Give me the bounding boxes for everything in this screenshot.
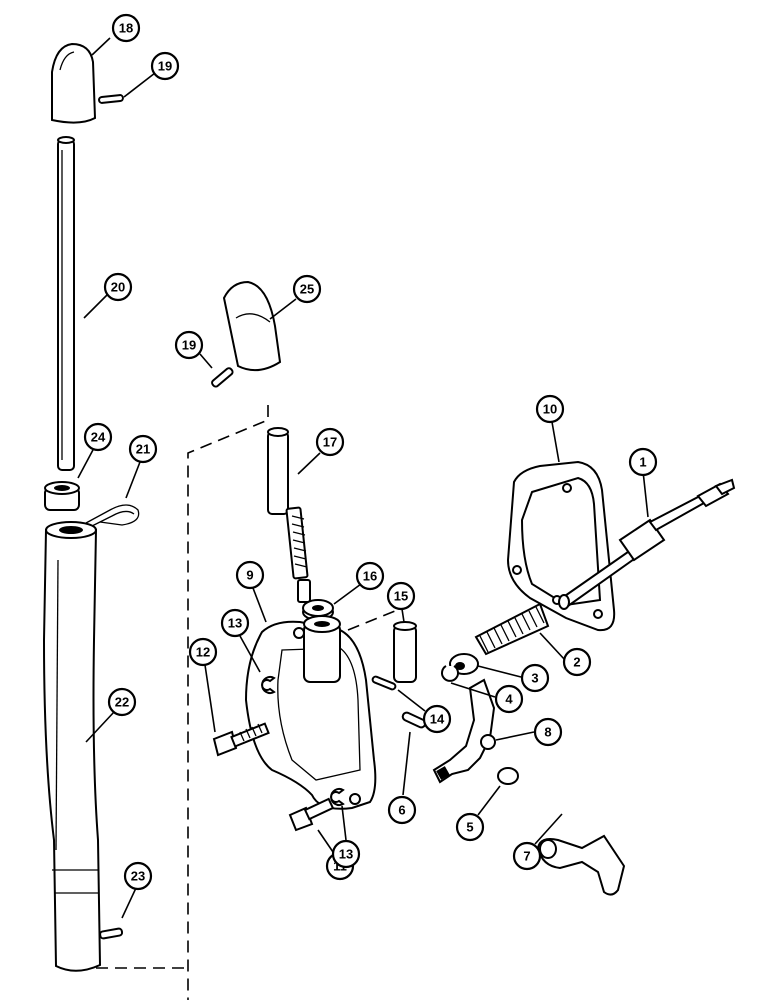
callout-7: 7 — [512, 841, 542, 871]
svg-text:19: 19 — [182, 338, 196, 353]
part-11-bolt — [288, 797, 335, 832]
svg-text:23: 23 — [131, 869, 145, 884]
svg-text:18: 18 — [119, 21, 133, 36]
svg-text:20: 20 — [111, 280, 125, 295]
callout-9: 9 — [235, 560, 265, 590]
callout-3: 3 — [520, 663, 550, 693]
svg-text:8: 8 — [544, 725, 551, 740]
assembly-line-left — [187, 405, 269, 1000]
callout-5: 5 — [455, 812, 485, 842]
part-15-sleeve — [393, 621, 417, 683]
part-18-knob — [51, 42, 97, 124]
callout-15: 15 — [386, 581, 416, 611]
callout-1: 1 — [628, 447, 658, 477]
callout-6: 6 — [387, 795, 417, 825]
svg-text:13: 13 — [339, 847, 353, 862]
part-4-retaining-clip — [441, 665, 459, 682]
callout-12: 12 — [188, 637, 218, 667]
svg-text:7: 7 — [523, 849, 530, 864]
part-19-pin-center — [211, 367, 234, 388]
svg-text:17: 17 — [323, 435, 337, 450]
svg-text:2: 2 — [573, 655, 580, 670]
callout-19-center: 19 — [174, 330, 204, 360]
part-13-lock-washer-upper — [261, 676, 276, 694]
leader-lines — [77, 37, 649, 919]
svg-text:22: 22 — [115, 695, 129, 710]
callout-14: 14 — [422, 704, 452, 734]
svg-text:15: 15 — [394, 589, 408, 604]
callout-2: 2 — [562, 647, 592, 677]
callout-13-upper: 13 — [220, 608, 250, 638]
callout-20: 20 — [103, 272, 133, 302]
part-23-pin — [99, 927, 124, 940]
svg-text:12: 12 — [196, 645, 210, 660]
part-17-threaded-stud — [267, 427, 311, 603]
svg-text:6: 6 — [398, 803, 405, 818]
callout-10: 10 — [535, 394, 565, 424]
svg-text:25: 25 — [300, 282, 314, 297]
svg-text:16: 16 — [363, 569, 377, 584]
part-10-gasket — [506, 460, 616, 632]
part-14-pin — [371, 675, 397, 691]
part-2-spring — [474, 602, 550, 656]
callout-24: 24 — [83, 422, 113, 452]
part-9-cover-plate — [244, 615, 377, 810]
callout-23: 23 — [123, 861, 153, 891]
svg-text:24: 24 — [91, 430, 106, 445]
callout-19-top: 19 — [150, 51, 180, 81]
callout-18: 18 — [111, 13, 141, 43]
part-6-pin — [401, 711, 427, 729]
svg-text:19: 19 — [158, 59, 172, 74]
svg-text:1: 1 — [639, 455, 646, 470]
svg-text:10: 10 — [543, 402, 557, 417]
callout-22: 22 — [107, 687, 137, 717]
callout-4: 4 — [494, 684, 524, 714]
svg-text:21: 21 — [136, 442, 150, 457]
callout-8: 8 — [533, 717, 563, 747]
svg-text:5: 5 — [466, 820, 473, 835]
part-5-o-ring — [497, 767, 519, 785]
svg-text:13: 13 — [228, 616, 242, 631]
part-22-lever-tube — [42, 521, 102, 972]
part-24-bushing — [44, 481, 80, 511]
callout-21: 21 — [128, 434, 158, 464]
svg-text:4: 4 — [505, 692, 513, 707]
part-25-knob — [222, 280, 282, 372]
part-12-bolt — [212, 722, 270, 757]
part-19-pin — [98, 94, 124, 104]
part-8-shift-fork — [432, 678, 496, 784]
part-7-shift-lever — [536, 834, 626, 896]
svg-text:3: 3 — [531, 671, 538, 686]
part-1-shift-shaft — [558, 478, 736, 610]
callout-16: 16 — [355, 561, 385, 591]
callout-13-lower: 13 — [331, 839, 361, 869]
part-13-lock-washer-lower — [330, 788, 345, 806]
callout-25: 25 — [292, 274, 322, 304]
svg-text:14: 14 — [430, 712, 445, 727]
part-21-spring-clip — [85, 504, 140, 528]
part-20-rod — [57, 136, 75, 471]
assembly-line-right — [347, 604, 411, 631]
svg-text:9: 9 — [246, 568, 253, 583]
callout-17: 17 — [315, 427, 345, 457]
